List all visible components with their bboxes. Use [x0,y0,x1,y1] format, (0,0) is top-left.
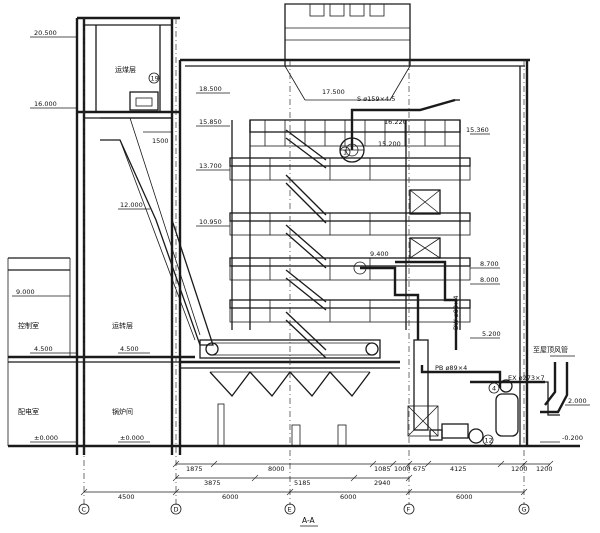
dim-1875: 1875 [186,465,203,473]
dim-6000-b: 6000 [340,493,357,501]
boiler-water-pipe [353,260,458,350]
label-bw-pipe: BW ø89×4 [452,295,460,330]
pump-unit [429,423,484,444]
elev-13700: 13.700 [199,162,222,170]
dimension-lines [80,460,554,527]
grid-axes [78,18,530,515]
elev-9000: 9.000 [16,288,35,296]
elev-9400: 9.400 [370,250,389,258]
elev-2000: 2.000 [568,397,587,405]
right-elevation-ticks [196,92,590,443]
callout-1: 1 [343,149,347,157]
platform-13700 [229,157,471,181]
elev-20500: 20.500 [34,29,57,37]
elev-minus-0200: -0.200 [562,434,583,442]
dim-1200-a: 1200 [511,465,528,473]
axis-C: C [82,506,87,514]
platform-10950 [229,212,471,236]
outdoor-fan-duct [540,355,575,414]
blowdown-tank [495,379,519,437]
axis-D: D [174,506,179,514]
label-outdoor-fan: 至屋顶风管 [533,345,568,354]
elev-4500-bunker: 4.500 [120,345,139,353]
steam-pipe-S [339,98,460,163]
dim-675: 675 [413,465,425,473]
dim-1085: 1085 [374,465,391,473]
elev-12000: 12.000 [120,201,143,209]
label-boiler-room: 锅炉间 [112,407,133,416]
elev-10950: 10.950 [199,218,222,226]
label-coal-transfer-floor: 运转层 [112,321,133,330]
elev-8000: 8.000 [480,276,499,284]
axis-labels: C D E F G [82,506,527,514]
pb-pipe [420,365,502,388]
axis-F: F [407,506,411,514]
label-pb-pipe: PB ø89×4 [435,364,467,372]
callout-12: 12 [485,437,493,445]
elev-17500: 17.500 [322,88,345,96]
dim-3875: 3875 [204,479,221,487]
label-steam-pipe: S ø159×4.5 [357,95,395,103]
dim-6000-c: 6000 [456,493,473,501]
dim-4125: 4125 [450,465,467,473]
dim-4500: 4500 [118,493,135,501]
elevation-labels: 20.500 16.000 9.000 4.500 ±0.000 12.000 … [16,29,587,442]
pipe-labels: S ø159×4.5 BW ø89×4 PB ø89×4 EX ø273×7 1… [152,95,545,382]
axis-E: E [288,506,292,514]
ex-pipe [470,380,560,416]
elev-15200: 15.200 [378,140,401,148]
dim-8000: 8000 [268,465,285,473]
dim-6000-a: 6000 [222,493,239,501]
label-electrical-room: 配电室 [18,407,39,416]
dim-2940: 2940 [374,479,391,487]
axis-G: G [522,506,527,514]
elev-15850: 15.850 [199,118,222,126]
elev-0000-bunker: ±0.000 [120,434,144,442]
label-ex-pipe: EX ø273×7 [508,374,545,382]
elev-16000: 16.000 [34,100,57,108]
callout-19: 19 [151,75,159,83]
callouts: 19 1 4 12 [148,72,500,446]
callout-4: 4 [492,385,496,393]
elev-5200: 5.200 [482,330,501,338]
section-title: A-A [302,516,316,525]
room-labels: 运煤层 控制室 运转层 配电室 锅炉间 至屋顶风管 [18,65,568,416]
dim-5185: 5185 [294,479,311,487]
dimension-text: 1875 8000 1085 1000 675 4125 1200 1200 3… [118,465,553,501]
bunker-building [7,16,580,455]
dim-1200-b: 1200 [536,465,553,473]
vertical-vessels [407,339,439,437]
elev-16220: 16.220 [384,118,407,126]
elev-15360: 15.360 [466,126,489,134]
dim-1000: 1000 [394,465,411,473]
boiler-frame [229,119,471,330]
dim-1500: 1500 [152,137,169,145]
elev-8700: 8.700 [480,260,499,268]
label-coal-conveyor-floor: 运煤层 [115,65,136,74]
elev-0000-left: ±0.000 [34,434,58,442]
label-control-room: 控制室 [18,321,39,330]
elev-4500-left: 4.500 [34,345,53,353]
platform-5200 [229,299,471,323]
elev-18500: 18.500 [199,85,222,93]
stairs [285,129,327,359]
platform-8000 [229,257,471,281]
